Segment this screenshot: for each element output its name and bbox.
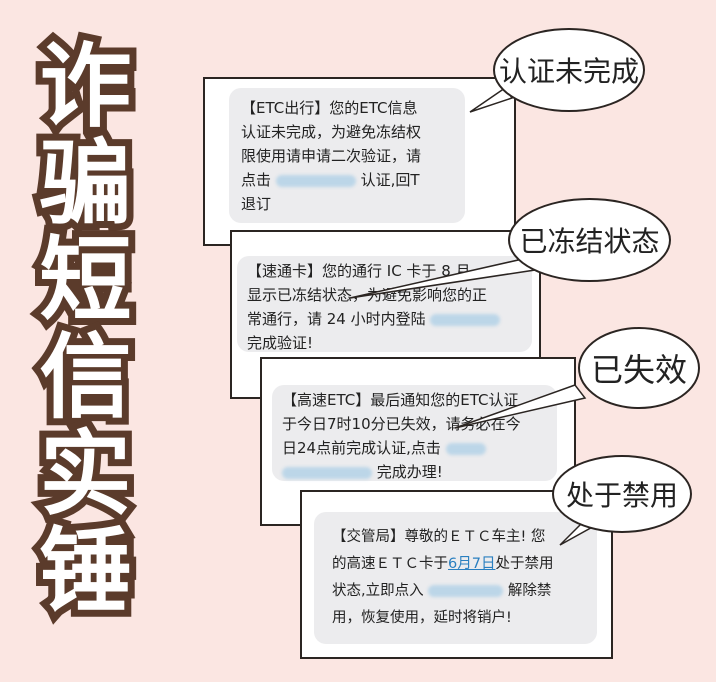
sms-card-4: 【交管局】尊敬的ＥＴＣ车主! 您 的高速ＥＴＣ卡于6月7日处于禁用 状态,立即点… <box>300 490 613 659</box>
sms-text: 常通行，请 24 小时内登陆 <box>247 310 426 328</box>
sms-text: 的高速ＥＴＣ卡于 <box>332 556 448 572</box>
callout-tail-3 <box>454 384 587 429</box>
sms-line: 认证未完成，为避免冻结权 <box>241 123 422 141</box>
headline-char: 短 <box>32 225 138 336</box>
sms-line: 于今日7时10分已失效，请务必在今 <box>282 415 521 433</box>
callout-frozen: 已冻结状态 <box>508 198 671 282</box>
sms-line: 用，恢复使用，延时将销户! <box>332 610 512 626</box>
sms-line: 限使用请申请二次验证，请 <box>241 147 422 165</box>
callout-expired: 已失效 <box>578 327 700 409</box>
sms-text: 处于禁用 <box>495 556 554 572</box>
callout-tail-2 <box>349 257 537 299</box>
sms-line: 【ETC出行】您的ETC信息 <box>241 99 418 117</box>
headline-char: 信 <box>32 322 138 433</box>
headline-char: 锤 <box>32 516 138 627</box>
blurred-link <box>275 174 356 187</box>
sms-text: 点击 <box>241 171 272 189</box>
sms-bubble: 【高速ETC】最后通知您的ETC认证 于今日7时10分已失效，请务必在今 日24… <box>272 385 557 481</box>
headline-char: 骗 <box>32 128 138 239</box>
blurred-link <box>430 313 501 326</box>
sms-text: 日24点前完成认证,点击 <box>282 439 441 457</box>
sms-line: 【高速ETC】最后通知您的ETC认证 <box>282 391 519 409</box>
sms-line: 完成验证! <box>247 334 314 352</box>
sms-text: 状态,立即点入 <box>332 583 424 599</box>
headline-char: 实 <box>32 419 138 530</box>
sms-text: 解除禁 <box>507 583 552 599</box>
date-link[interactable]: 6月7日 <box>448 556 496 572</box>
sms-text: 认证,回T <box>360 171 420 189</box>
headline: 诈 骗 短 信 实 锤 <box>28 31 143 627</box>
headline-char: 诈 <box>32 31 138 142</box>
sms-line: 【速通卡】您的通行 IC 卡于 8 月 <box>247 262 471 280</box>
callout-disabled: 处于禁用 <box>552 455 692 533</box>
blurred-link <box>445 442 486 455</box>
sms-bubble: 【ETC出行】您的ETC信息 认证未完成，为避免冻结权 限使用请申请二次验证，请… <box>229 88 465 223</box>
blurred-link <box>282 466 372 479</box>
sms-line: 退订 <box>241 195 272 213</box>
blurred-link <box>428 585 504 597</box>
callout-incomplete: 认证未完成 <box>493 28 645 112</box>
sms-text: 完成办理! <box>376 463 443 481</box>
sms-line: 【交管局】尊敬的ＥＴＣ车主! 您 <box>332 529 546 545</box>
sms-bubble: 【交管局】尊敬的ＥＴＣ车主! 您 的高速ＥＴＣ卡于6月7日处于禁用 状态,立即点… <box>314 512 597 644</box>
